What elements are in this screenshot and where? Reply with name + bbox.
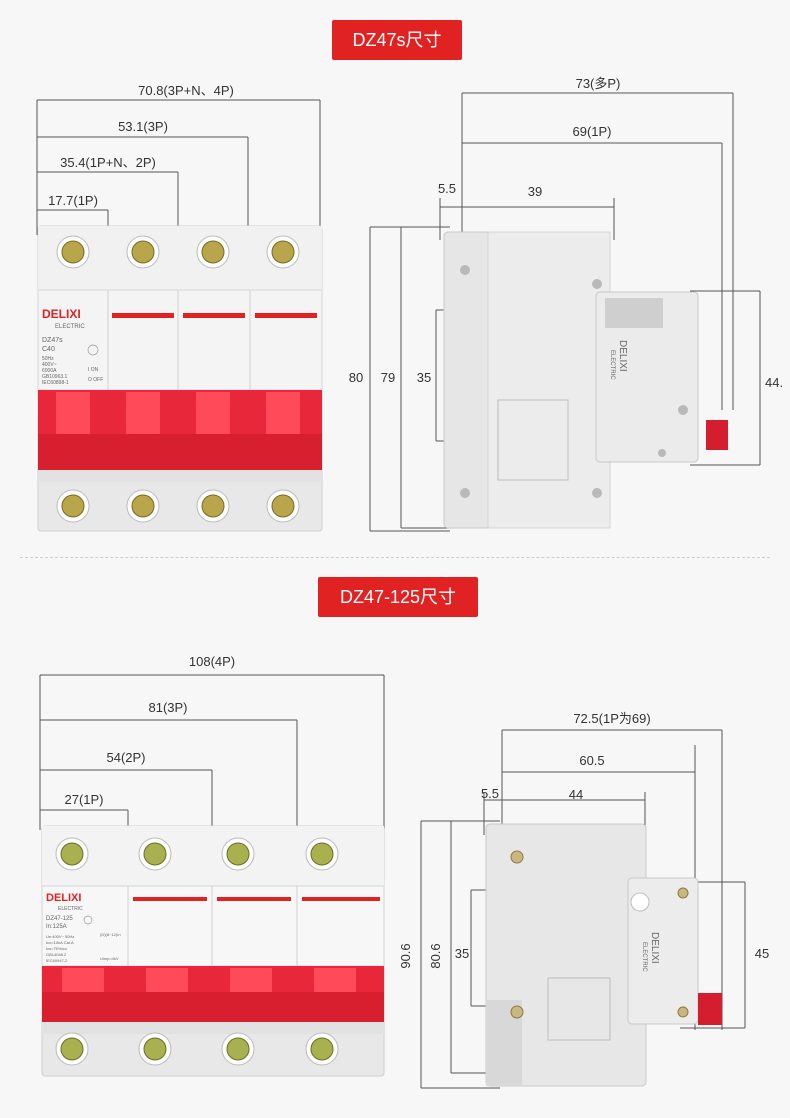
section-divider — [20, 557, 770, 558]
brand-logo: DELIXI — [42, 307, 81, 321]
spec-line: GB14048.2 — [46, 952, 67, 957]
spec-line: GB10963.1 — [42, 374, 68, 380]
dim-1p: 17.7(1P) — [48, 193, 98, 208]
rating-label: C40 — [42, 346, 55, 353]
spec-line: IEC60947-2 — [46, 958, 68, 963]
dim-side-mid: 69(1P) — [572, 124, 611, 139]
model-label: DZ47-125 — [46, 916, 73, 922]
section-dz47s: DZ47s尺寸 70.8(3P+N、4P) 53.1(3P) 35.4(1P+N… — [0, 0, 790, 556]
rating-label: In:125A — [46, 924, 67, 930]
off-label: O OFF — [88, 377, 103, 383]
breaker-side-view: DELIXI ELECTRIC — [443, 231, 728, 529]
brand-logo: DELIXI — [46, 892, 81, 904]
breaker-side-view: DELIXI ELECTRIC — [485, 823, 722, 1087]
dim-3p: 81(3P) — [148, 700, 187, 715]
terminal-screws-top — [56, 235, 300, 269]
ccc-mark-icon — [83, 915, 93, 925]
dim-side-top: 73(多P) — [576, 76, 621, 91]
dim-side-small: 5.5 — [481, 786, 499, 801]
dz47s-drawing: 70.8(3P+N、4P) 53.1(3P) 35.4(1P+N、2P) 17.… — [36, 76, 783, 532]
dim-side-h2: 80.6 — [428, 943, 443, 968]
spec-line: Ics=75%Icu — [46, 946, 67, 951]
brand-sub: ELECTRIC — [58, 906, 83, 912]
dim-side-right: 45 — [755, 946, 769, 961]
spec-line: 400V~ — [42, 362, 57, 368]
spec-line: IEC60898-1 — [42, 380, 69, 386]
dim-side-h3: 35 — [455, 946, 469, 961]
red-handles — [38, 390, 322, 482]
front-dimension-lines — [39, 674, 385, 830]
dim-side-small: 5.5 — [438, 181, 456, 196]
spec-line: Ue:400V~ 50Hz — [46, 934, 74, 939]
dim-3p: 53.1(3P) — [118, 119, 168, 134]
terminal-screws-bottom — [56, 489, 300, 523]
red-handles — [42, 966, 384, 1034]
dim-1p: 27(1P) — [64, 792, 103, 807]
dim-2p: 35.4(1P+N、2P) — [60, 155, 156, 170]
dim-side-h1: 80 — [349, 370, 363, 385]
side-brand: DELIXI — [649, 932, 660, 964]
dz47-125-drawing: 108(4P) 81(3P) 54(2P) 27(1P) — [39, 654, 769, 1089]
dim-side-right: 44. — [765, 375, 783, 390]
dim-side-h1: 90.6 — [398, 943, 413, 968]
dim-4p: 108(4P) — [189, 654, 235, 669]
dim-side-depth: 39 — [528, 184, 542, 199]
side-brand-sub: ELECTRIC — [641, 942, 647, 972]
section-dz47-125: DZ47-125尺寸 108(4P) 81(3P) 54(2P) 27(1P) — [0, 560, 790, 1118]
spec-line: Icu=10kA Cat.A — [46, 940, 74, 945]
brand-sub: ELECTRIC — [55, 324, 85, 330]
side-brand: DELIXI — [617, 340, 628, 372]
terminal-screws-bottom — [55, 1032, 339, 1066]
dim-side-depth: 44 — [569, 787, 583, 802]
section-title: DZ47-125尺寸 — [318, 577, 478, 617]
dim-2p: 54(2P) — [106, 750, 145, 765]
spec-line: 50Hz — [42, 356, 54, 362]
on-label: I ON — [88, 367, 99, 373]
dim-side-top: 72.5(1P为69) — [573, 711, 650, 726]
spec-line: 6000A — [42, 368, 57, 374]
dim-side-h3: 35 — [417, 370, 431, 385]
ccc-mark-icon — [87, 344, 99, 356]
breaker-front-4p: DELIXI ELECTRIC DZ47-125 In:125A Ue:400V… — [41, 825, 385, 1077]
terminal-screws-top — [55, 837, 339, 871]
dim-side-h2: 79 — [381, 370, 395, 385]
side-brand-sub: ELECTRIC — [609, 350, 615, 380]
dim-4p: 70.8(3P+N、4P) — [138, 83, 234, 98]
section-title: DZ47s尺寸 — [332, 20, 462, 60]
model-label: DZ47s — [42, 337, 63, 344]
dim-side-mid: 60.5 — [579, 753, 604, 768]
uimp-label: Uimp=4kV — [100, 956, 119, 961]
breaker-front-4p: DELIXI ELECTRIC DZ47s C40 50Hz 400V~ 600… — [37, 225, 323, 532]
curve-label: (D)(8~12)In — [100, 932, 121, 937]
